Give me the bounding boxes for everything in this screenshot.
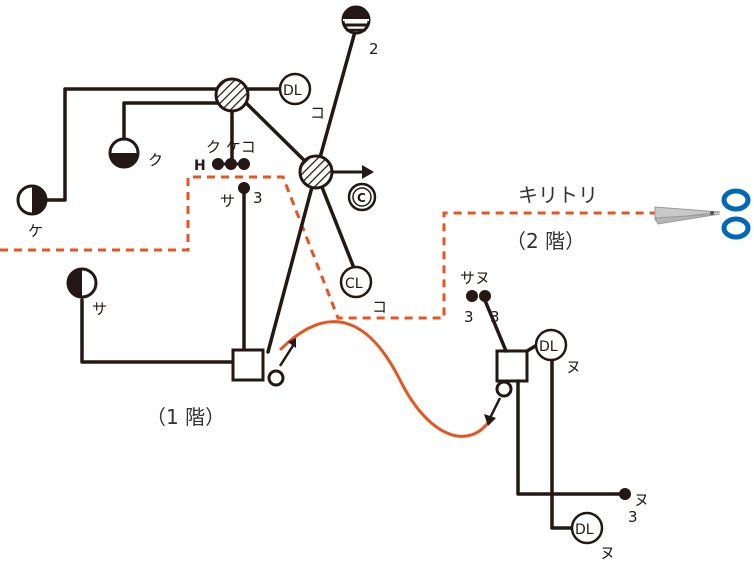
switch-top-2	[341, 5, 371, 35]
svg-text:DL: DL	[539, 339, 558, 355]
svg-text:DL: DL	[283, 83, 302, 99]
fixture-cl: CL	[339, 265, 373, 299]
flex-connector-1f	[267, 369, 285, 387]
wire-b-top	[314, 26, 358, 174]
switch-nu3-nu: ヌ	[634, 491, 649, 509]
switch-group-top-label: ク ケコ	[206, 138, 256, 156]
svg-text:DL: DL	[575, 522, 594, 538]
switch-sa3-sa: サ	[220, 192, 235, 210]
flex-cable	[278, 320, 492, 438]
switch-ku	[108, 137, 140, 169]
fixture-dl-top-label: コ	[310, 104, 325, 122]
svg-text:CL: CL	[345, 276, 363, 292]
fixture-dl-top: DL	[278, 72, 312, 106]
junction-a	[214, 77, 250, 113]
fixture-c: C	[347, 182, 377, 212]
wire-box2-nu3	[516, 379, 624, 496]
wire-dl-dlbottom	[550, 358, 574, 530]
wire-b-box1	[266, 170, 318, 354]
fixture-dl-bottom-label: ヌ	[600, 544, 615, 562]
wire-sanu-box2	[482, 296, 508, 353]
switch-sanu-label: サヌ	[460, 269, 490, 287]
junction-box-2f	[495, 349, 529, 383]
arrow-1f-head	[288, 338, 296, 348]
fixture-dl-bottom: DL	[570, 511, 604, 545]
fixture-cl-label: コ	[372, 298, 387, 316]
scissors-icon	[654, 188, 751, 240]
svg-text:C: C	[357, 191, 366, 205]
junction-b	[298, 154, 334, 190]
arrow-b-c-head	[362, 165, 374, 179]
switch-top-2-num: 2	[369, 40, 379, 58]
junction-box-1f	[231, 348, 265, 382]
switch-sanu-3a: 3	[464, 308, 474, 326]
wire-ke	[43, 87, 234, 202]
switch-sa-label: サ	[92, 300, 107, 318]
switch-sanu-3b: 3	[490, 308, 500, 326]
switch-ku-label: ク	[148, 151, 163, 169]
switch-sa	[66, 267, 98, 299]
switch-ke-label: ケ	[28, 222, 43, 240]
switch-ke	[16, 184, 48, 216]
floor1-label: （1 階）	[146, 405, 225, 429]
kiritori-label: キリトリ	[518, 183, 598, 207]
wire-ku	[122, 101, 234, 142]
arrow-1f	[278, 343, 296, 367]
arrow-2f-head	[484, 414, 496, 426]
switch-sa3-dot	[238, 182, 250, 194]
fixture-dl-right-label: ヌ	[566, 358, 581, 376]
switch-nu3-dot	[619, 488, 631, 500]
fixture-dl-right: DL	[534, 328, 568, 362]
floor2-label: （2 階）	[506, 229, 585, 253]
wire-a-b	[236, 93, 318, 174]
arrow-2f	[488, 397, 502, 419]
flex-connector-2f	[495, 380, 513, 398]
cut-line	[0, 175, 655, 320]
switch-sanu-dots	[466, 290, 491, 302]
switch-nu3-num: 3	[628, 508, 638, 526]
wire-sa-box1	[80, 298, 236, 364]
switch-group-h: H	[194, 158, 206, 174]
switch-group-dots	[212, 158, 250, 170]
switch-sa3-num: 3	[253, 189, 263, 207]
